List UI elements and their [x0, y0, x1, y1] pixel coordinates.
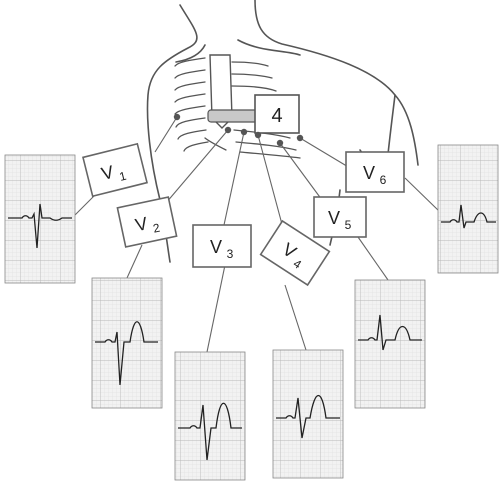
rib [175, 82, 205, 90]
svg-text:V: V [210, 237, 222, 257]
connector-v2 [160, 130, 228, 210]
lead-box-v1: V 1 [83, 144, 147, 196]
connector-v5 [280, 143, 322, 200]
connector-v4-strip [285, 285, 306, 350]
ecg-strip-v1 [5, 155, 75, 283]
svg-text:5: 5 [345, 218, 352, 232]
lead-sub-v6: 6 [380, 173, 387, 187]
lead-sub-v3: 3 [227, 247, 234, 261]
connector-v4 [258, 135, 283, 228]
connector-v3 [224, 132, 244, 225]
rib [175, 70, 205, 78]
electrode-v6 [297, 135, 303, 141]
lead-label-v6: V [363, 163, 375, 183]
svg-text:6: 6 [380, 173, 387, 187]
fourth-intercostal-space [208, 110, 260, 122]
ecg-strip-v6 [438, 145, 498, 273]
electrode-v1 [174, 114, 180, 120]
intercostal-label: 4 [271, 105, 282, 127]
rib [176, 118, 205, 127]
rib [178, 130, 206, 139]
electrode-v4 [255, 132, 261, 138]
rib [232, 74, 272, 78]
svg-text:3: 3 [227, 247, 234, 261]
lead-label-v5: V [328, 208, 340, 228]
lead-sub-v5: 5 [345, 218, 352, 232]
ecg-strip-v4 [273, 350, 343, 478]
connector-v2-strip [127, 245, 142, 278]
electrode-v3 [241, 129, 247, 135]
lead-box-v3: V 3 [193, 225, 251, 267]
ecg-strip-v2 [92, 278, 162, 408]
lead-box-v6: V 6 [346, 152, 404, 192]
lead-box-v5: V 5 [314, 197, 366, 237]
electrode-v5 [277, 140, 283, 146]
rib [232, 62, 268, 66]
connector-v6-strip [405, 178, 440, 212]
electrode-v2 [225, 127, 231, 133]
ecg-strip-v3 [175, 352, 245, 480]
connector-v1 [155, 117, 177, 152]
connector-v6 [300, 138, 350, 168]
connector-v3-strip [207, 265, 225, 352]
connector-v5-strip [358, 237, 388, 280]
svg-text:V: V [363, 163, 375, 183]
ecg-strip-v5 [355, 280, 425, 408]
rib [175, 106, 205, 114]
rib [232, 86, 276, 91]
rib [236, 142, 296, 150]
rib [184, 142, 208, 151]
lead-label-v3: V [210, 237, 222, 257]
intercostal-label-box: 4 [255, 95, 299, 133]
svg-text:V: V [328, 208, 340, 228]
clavicle-right [238, 40, 300, 55]
rib [175, 94, 205, 102]
lead-box-v2: V 2 [117, 197, 176, 247]
